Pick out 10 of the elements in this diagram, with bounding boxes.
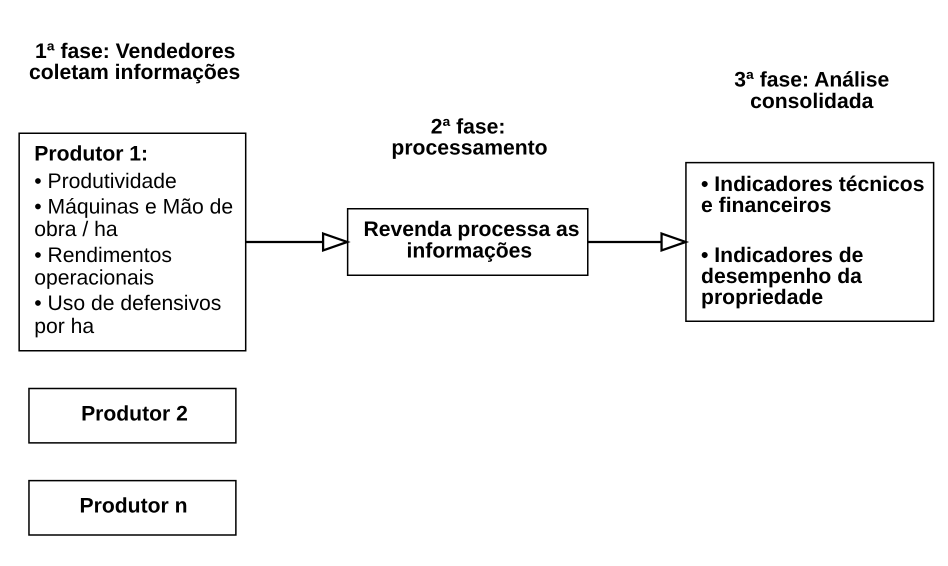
label: 3ª fase: Análise consolidada	[734, 68, 889, 112]
arrow	[245, 231, 350, 252]
label: 1ª fase: Vendedores coletam informações	[28, 40, 240, 84]
label: 2ª fase: processamento	[390, 115, 548, 160]
node-box: Revenda processa as informações	[346, 207, 588, 276]
node-box: Produtor 2	[28, 387, 236, 444]
node-box: Produtor 1: • Produtividade • Máquinas e Mão de obra / ha • Rendimentos operacionais • Uso de defensivos por ha	[18, 132, 246, 351]
node-box: • Indicadores técnicos e financeiros • Indicadores de desempenho da propriedade	[684, 161, 934, 322]
arrow	[587, 231, 689, 252]
node-box: Produtor n	[28, 479, 236, 536]
